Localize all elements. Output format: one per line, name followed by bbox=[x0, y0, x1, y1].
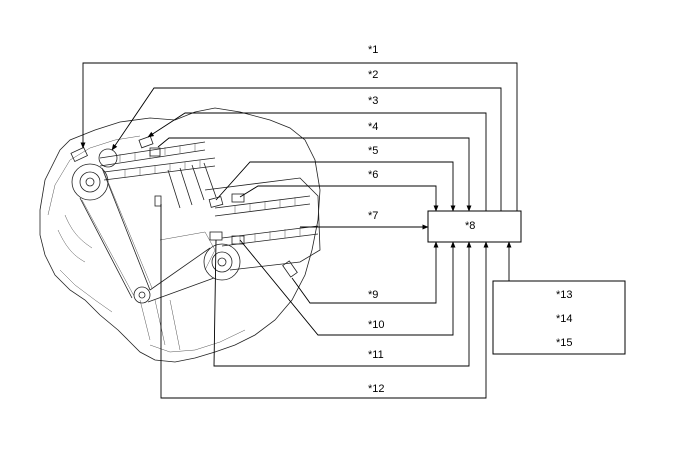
callout-7: *7 bbox=[368, 210, 378, 222]
callout-5: *5 bbox=[368, 145, 378, 157]
callout-10: *10 bbox=[368, 319, 385, 331]
callout-11: *11 bbox=[368, 349, 384, 361]
callout-8: *8 bbox=[465, 220, 475, 232]
callout-3: *3 bbox=[368, 95, 378, 107]
callout-15: *15 bbox=[556, 337, 573, 349]
callout-14: *14 bbox=[556, 313, 573, 325]
engine-illustration bbox=[39, 107, 321, 363]
callout-2: *2 bbox=[368, 69, 378, 81]
callout-6: *6 bbox=[368, 169, 378, 181]
callout-1: *1 bbox=[368, 44, 378, 56]
callout-12: *12 bbox=[368, 383, 385, 395]
wiring bbox=[80, 62, 518, 399]
callout-13: *13 bbox=[556, 289, 573, 301]
callout-4: *4 bbox=[368, 121, 378, 133]
input-signals-box bbox=[492, 280, 626, 355]
callout-9: *9 bbox=[368, 289, 378, 301]
